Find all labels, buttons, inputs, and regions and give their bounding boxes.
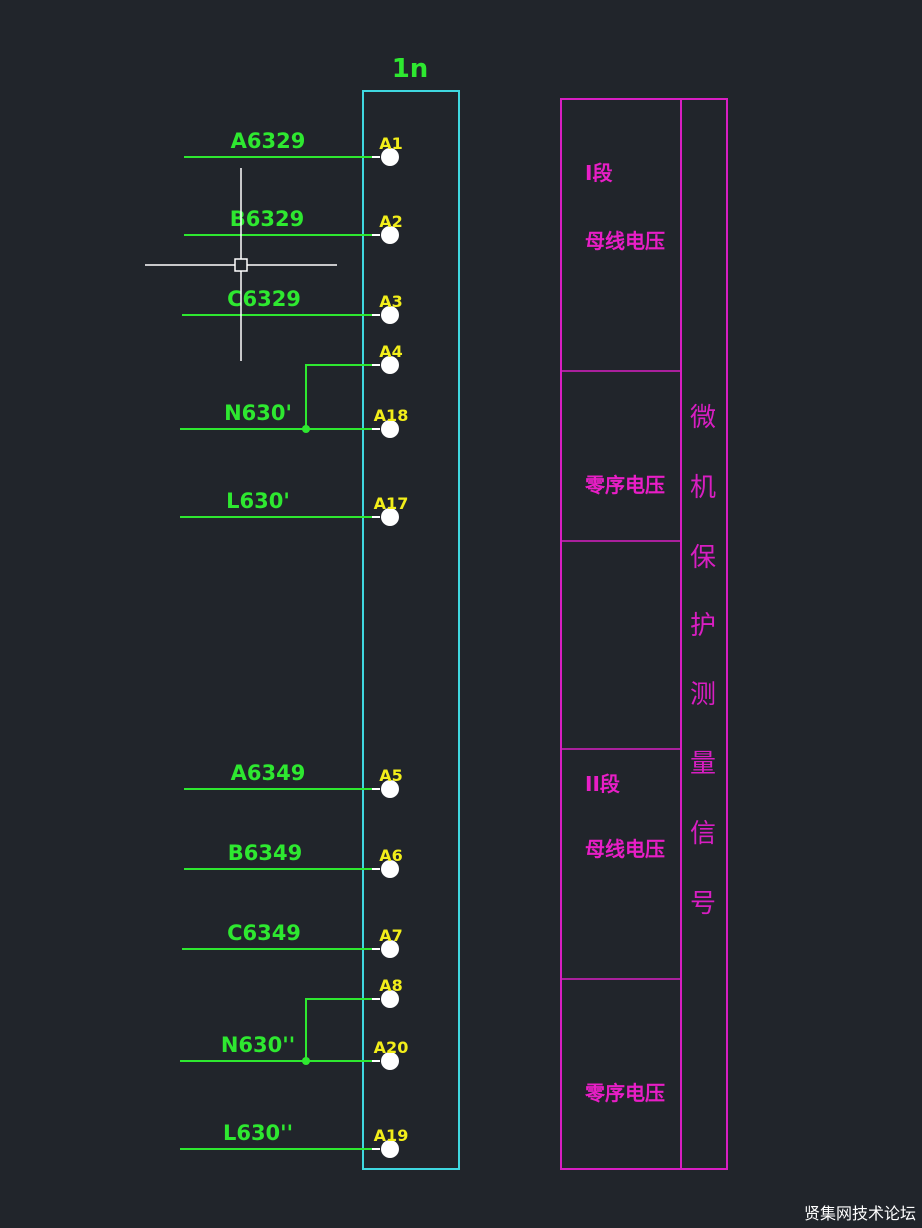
terminal-circle[interactable] <box>381 1052 399 1070</box>
terminal-label: A18 <box>374 406 409 425</box>
crosshair-cursor-icon[interactable] <box>145 168 337 361</box>
legend-section-label: 母线电压 <box>585 837 665 861</box>
vertical-title-char: 信 <box>690 819 716 849</box>
terminal-label: A1 <box>379 134 403 153</box>
vertical-title-char: 护 <box>690 611 716 641</box>
terminal-circle[interactable] <box>381 780 399 798</box>
terminal-label: A6 <box>379 846 403 865</box>
terminal-circle[interactable] <box>381 940 399 958</box>
terminal-circle[interactable] <box>381 226 399 244</box>
terminal-strip-border <box>362 90 460 1170</box>
terminal-label: A4 <box>379 342 403 361</box>
terminal-circle[interactable] <box>381 990 399 1008</box>
legend-section-label: II段 <box>585 772 620 796</box>
wire-label: B6329 <box>230 207 304 231</box>
legend-section-label: 母线电压 <box>585 229 665 253</box>
vertical-title-char: 微 <box>690 403 716 433</box>
legend-section-label: 零序电压 <box>584 1081 665 1105</box>
jumper-wire <box>305 998 380 1061</box>
wire-label: A6329 <box>231 129 306 153</box>
vertical-title-char: 保 <box>690 543 716 573</box>
terminal-label: A20 <box>374 1038 409 1057</box>
strip-title: 1n <box>392 54 429 84</box>
terminal-label: A7 <box>379 926 403 945</box>
terminal-circle[interactable] <box>381 356 399 374</box>
terminal-circle[interactable] <box>381 148 399 166</box>
wire-label: B6349 <box>228 841 302 865</box>
vertical-title-char: 测 <box>690 680 716 710</box>
vertical-title-char: 机 <box>690 473 716 503</box>
watermark: 贤集网技术论坛 <box>803 1204 916 1223</box>
vertical-title-char: 号 <box>690 889 716 919</box>
legend-section-label: I段 <box>585 161 612 185</box>
terminal-label: A19 <box>374 1126 409 1145</box>
terminal-label: A2 <box>379 212 403 231</box>
vertical-title-char: 量 <box>690 749 716 779</box>
terminal-circle[interactable] <box>381 420 399 438</box>
terminal-circle[interactable] <box>381 860 399 878</box>
terminal-label: A17 <box>374 494 409 513</box>
junction-dot <box>302 425 310 433</box>
legend-border <box>560 98 728 1170</box>
terminal-label: A5 <box>379 766 403 785</box>
terminal-circle[interactable] <box>381 306 399 324</box>
wire-label: A6349 <box>231 761 306 785</box>
wire-label: N630' <box>224 401 292 425</box>
terminal-circle[interactable] <box>381 508 399 526</box>
legend-box: I段 母线电压 零序电压 II段 母线电压 零序电压 微 机 保 护 测 量 信… <box>560 98 728 1170</box>
terminal-label: A3 <box>379 292 403 311</box>
junction-dot <box>302 1057 310 1065</box>
legend-section-label: 零序电压 <box>584 473 665 497</box>
wire-label: N630'' <box>221 1033 295 1057</box>
wire-label: C6329 <box>227 287 301 311</box>
wire-label: L630'' <box>223 1121 293 1145</box>
terminal-circle[interactable] <box>381 1140 399 1158</box>
terminal-label: A8 <box>379 976 403 995</box>
wire-label: C6349 <box>227 921 301 945</box>
jumper-wire <box>305 364 380 429</box>
wire-label: L630' <box>226 489 290 513</box>
